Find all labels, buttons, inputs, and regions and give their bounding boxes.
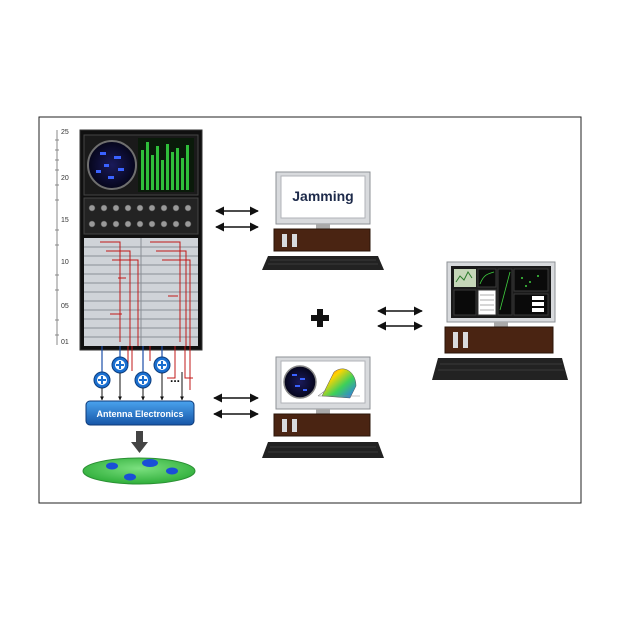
summing-node-3: [134, 371, 152, 389]
antenna-electronics-label: Antenna Electronics: [96, 409, 183, 419]
link-arrows-jamming: [215, 206, 259, 232]
summing-node-1: [93, 371, 111, 389]
polar-plot-icon: [283, 365, 317, 399]
link-arrows-control: [377, 306, 423, 331]
more-nodes-ellipsis: ...: [170, 371, 180, 385]
ruler-label-01: 01: [61, 339, 69, 346]
control-keyboard-icon: [432, 358, 568, 380]
summing-node-4: [153, 356, 171, 374]
control-computer: [432, 261, 568, 380]
ruler-label-25: 25: [61, 129, 69, 136]
ruler-label-10: 10: [61, 259, 69, 266]
keyboard-icon: [262, 256, 384, 270]
analysis-keyboard-icon: [262, 442, 384, 458]
summing-network: ...: [93, 346, 193, 401]
equipment-rack: [79, 129, 203, 351]
jamming-label: Jamming: [292, 188, 353, 204]
rack-ruler: 25 20 15 10 05 01: [55, 129, 69, 346]
jamming-computer: Jamming: [262, 171, 384, 270]
analysis-computer: [262, 356, 384, 458]
ruler-label-15: 15: [61, 217, 69, 224]
rack-control-panel: [83, 197, 199, 235]
rack-modules: [84, 238, 198, 346]
jamming-screen: [280, 175, 366, 219]
radiation-pattern-icon: [321, 368, 357, 399]
ruler-label-05: 05: [61, 303, 69, 310]
antenna-array-plate: [82, 457, 196, 485]
plus-icon: [311, 309, 329, 327]
ruler-label-20: 20: [61, 175, 69, 182]
summing-node-2: [111, 356, 129, 374]
antenna-electronics-box: Antenna Electronics: [85, 400, 195, 426]
polar-scope-icon: [87, 140, 137, 190]
down-arrow-icon: [131, 431, 148, 453]
link-arrows-analysis: [213, 393, 259, 419]
